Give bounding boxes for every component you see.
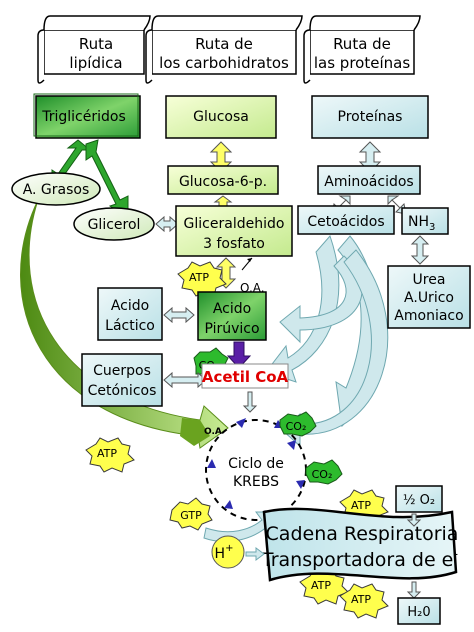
header-carbohidratos-line1: Ruta de xyxy=(195,35,253,53)
atp-label-5: ATP xyxy=(351,593,371,606)
nh3-text: NH3 xyxy=(408,214,435,233)
urea-line2: A.Urico xyxy=(404,290,454,306)
gtp-label: GTP xyxy=(180,509,202,522)
glucosa-label: Glucosa xyxy=(193,109,249,125)
atp-label-3: ATP xyxy=(351,499,371,512)
co2-label-3: CO₂ xyxy=(312,468,333,481)
h-plus-text: H+ xyxy=(215,543,234,562)
cadena-superscript: - xyxy=(453,547,458,562)
cadena-line2-text: Transportadora de e- xyxy=(261,547,458,571)
gliceraldehido-line1: Gliceraldehido xyxy=(184,216,285,232)
header-proteinas-line1: Ruta de xyxy=(333,35,391,53)
header-lipidica-line1: Ruta xyxy=(79,35,113,53)
lactico-piruvico-arrow xyxy=(163,306,195,324)
proteinas-label: Proteínas xyxy=(338,109,403,125)
gtp-badge: GTP xyxy=(169,497,213,531)
gliceraldehido-line2: 3 fosfato xyxy=(203,236,265,252)
box-glucosa: Glucosa xyxy=(165,95,277,139)
header-proteinas: Ruta de las proteínas xyxy=(303,15,421,84)
atp-badge-4: ATP xyxy=(299,569,349,605)
h-plus-superscript: + xyxy=(225,543,233,554)
box-proteinas: Proteínas xyxy=(311,95,429,139)
cuerpos-cetonicos-line1: Cuerpos xyxy=(93,363,151,379)
co2-badge-3: CO₂ xyxy=(305,459,343,485)
acetil-coa-label: Acetil CoA xyxy=(202,368,289,386)
piruvico-acetil-arrow xyxy=(226,341,252,369)
box-nh3: NH3 xyxy=(401,207,449,235)
acetil-krebs-arrow xyxy=(242,391,258,413)
co2-badge-2: CO₂ xyxy=(279,411,317,437)
ellipse-glicerol: Glicerol xyxy=(73,207,155,241)
trigliceridos-label: Triglicéridos xyxy=(41,109,126,125)
header-lipidica-line2: lipídica xyxy=(69,54,122,72)
box-cuerpos-cetonicos: Cuerpos Cetónicos xyxy=(81,353,163,407)
cadena-h2o-arrow xyxy=(406,581,422,599)
cetonicos-acetil-arrow xyxy=(163,371,207,389)
fatty-acid-hook-arrow xyxy=(20,199,229,449)
box-cetoacidos: Cetoácidos xyxy=(297,205,395,235)
h-plus-cadena-arrow xyxy=(245,547,265,561)
box-gliceraldehido: Gliceraldehido 3 fosfato xyxy=(175,205,293,257)
box-acido-lactico: Acido Láctico xyxy=(97,287,163,341)
krebs-line1: Ciclo de xyxy=(228,456,284,472)
atp-badge-5: ATP xyxy=(339,583,389,619)
ellipse-a-grasos: A. Grasos xyxy=(11,172,101,206)
box-glucosa-6p: Glucosa-6-p. xyxy=(167,165,279,195)
box-cadena-respiratoria: Cadena Respiratoria Transportadora de e- xyxy=(261,507,459,582)
glicerol-gliceraldehido-arrow xyxy=(155,215,179,233)
a-grasos-label: A. Grasos xyxy=(23,182,90,198)
box-urea: Urea A.Urico Amoniaco xyxy=(387,265,471,329)
atp-badge-1: ATP xyxy=(177,261,227,297)
acido-lactico-line2: Láctico xyxy=(105,318,155,334)
cadena-line1: Cadena Respiratoria xyxy=(266,523,459,545)
box-acido-piruvico: Acido Pirúvico xyxy=(197,291,267,341)
urea-line1: Urea xyxy=(413,272,446,288)
header-lipidica: Ruta lipídica xyxy=(37,15,151,84)
nh3-label: NH xyxy=(408,214,429,230)
acido-piruvico-line1: Acido xyxy=(213,301,251,317)
acido-piruvico-line2: Pirúvico xyxy=(204,321,259,337)
nh3-urea-arrow xyxy=(410,235,430,265)
hook-tip xyxy=(180,418,210,446)
glicerol-label: Glicerol xyxy=(88,217,141,233)
box-trigliceridos: Triglicéridos xyxy=(33,93,141,139)
co2-label-2: CO₂ xyxy=(286,420,307,433)
h-plus-label: H xyxy=(215,546,226,562)
atp-badge-2: ATP xyxy=(85,437,135,473)
header-carbohidratos: Ruta de los carbohidratos xyxy=(145,15,303,84)
oa-small-label: O.A xyxy=(204,427,222,437)
atp-label-2: ATP xyxy=(97,447,117,460)
box-half-o2: ½ O₂ xyxy=(395,485,443,513)
half-o2-label: ½ O₂ xyxy=(403,493,435,508)
header-carbohidratos-line2: los carbohidratos xyxy=(159,54,289,72)
oa-top-arrowhead xyxy=(247,258,252,262)
trigliceridos-glicerol-arrow xyxy=(85,139,129,219)
o2-cadena-arrow xyxy=(406,513,422,527)
atp-label-1: ATP xyxy=(189,271,209,284)
atp-label-4: ATP xyxy=(311,579,331,592)
h2o-label: H₂0 xyxy=(407,605,430,620)
krebs-line2: KREBS xyxy=(233,474,279,490)
cadena-line2: Transportadora de e xyxy=(261,549,453,571)
header-proteinas-line2: las proteínas xyxy=(314,54,410,72)
aminoacidos-label: Aminoácidos xyxy=(324,174,413,190)
ketoacid-arrow-left xyxy=(265,235,340,383)
box-acetil-coa: Acetil CoA xyxy=(201,363,289,389)
glucosa-6p-label: Glucosa-6-p. xyxy=(179,174,267,190)
cuerpos-cetonicos-line2: Cetónicos xyxy=(88,383,157,399)
cetoacidos-label: Cetoácidos xyxy=(307,214,384,230)
urea-line3: Amoniaco xyxy=(394,308,463,324)
box-aminoacidos: Aminoácidos xyxy=(317,165,421,195)
nh3-subscript: 3 xyxy=(429,222,435,233)
box-h2o: H₂0 xyxy=(397,597,441,625)
h-plus-circle: H+ xyxy=(211,535,245,569)
acido-lactico-line1: Acido xyxy=(111,298,149,314)
